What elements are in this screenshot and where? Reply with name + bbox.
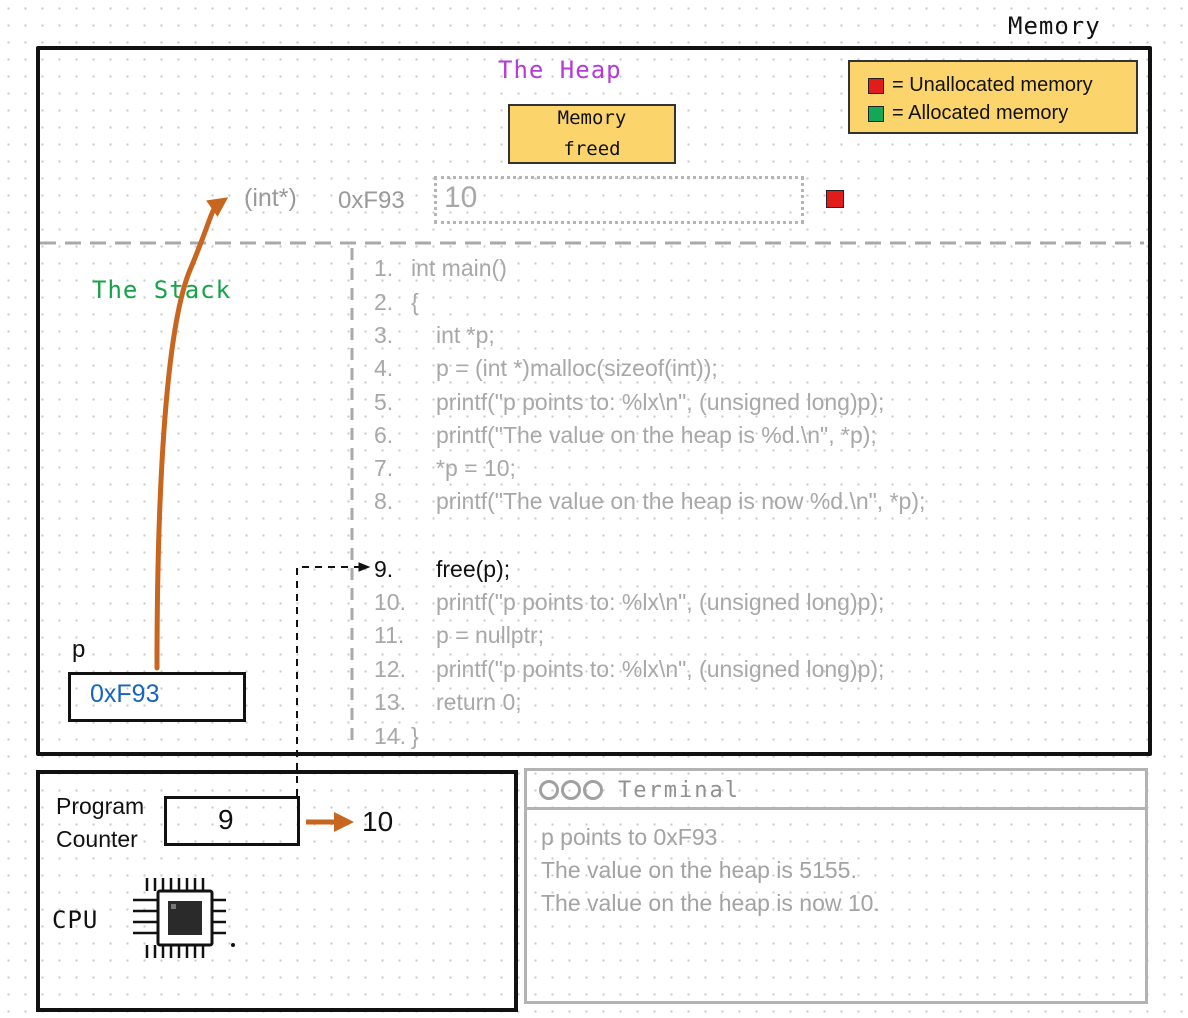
terminal-output-line: The value on the heap is now 10. <box>541 890 880 916</box>
heap-block-type: (int*) <box>244 184 297 212</box>
code-line-number: 13. <box>374 689 406 715</box>
legend-label-allocated: = Allocated memory <box>892 102 1069 124</box>
terminal-window <box>524 768 1148 1004</box>
code-line-number: 11. <box>374 622 405 648</box>
code-line-text-active: free(p); <box>436 556 511 582</box>
unallocated-status-icon <box>826 190 844 208</box>
code-line-number: 8. <box>374 488 394 514</box>
code-line-number: 5. <box>374 389 394 415</box>
legend-item-unallocated: = Unallocated memory <box>868 74 1093 97</box>
code-line-text: printf("The value on the heap is %d.\n",… <box>436 422 877 448</box>
code-line-text: } <box>411 723 419 749</box>
memory-freed-text: Memory freed <box>557 107 627 160</box>
terminal-title-bar <box>524 768 1148 810</box>
code-line-text: *p = 10; <box>436 455 516 481</box>
allocated-swatch-icon <box>868 105 884 122</box>
pointer-variable-name: p <box>72 636 86 663</box>
code-line-text: p = (int *)malloc(sizeof(int)); <box>436 355 718 381</box>
code-line-text: p = nullptr; <box>436 622 545 648</box>
terminal-output-line: p points to 0xF93 <box>541 824 718 850</box>
cpu-region <box>36 770 518 1012</box>
code-line-number: 14. <box>374 723 406 749</box>
legend: = Unallocated memory = Allocated memory <box>848 60 1138 134</box>
program-counter-value: 9 <box>218 804 234 835</box>
code-line-number: 3. <box>374 322 394 348</box>
heap-title: The Heap <box>498 56 622 84</box>
code-line-text: int main() <box>411 255 507 281</box>
code-line-number: 12. <box>374 656 406 682</box>
code-line-number-active: 9. <box>374 556 394 582</box>
code-line-number: 10. <box>374 589 406 615</box>
code-line-number: 2. <box>374 289 394 315</box>
cpu-label: CPU <box>52 906 99 934</box>
program-counter-next-value: 10 <box>362 806 394 837</box>
code-line-number: 6. <box>374 422 394 448</box>
heap-block-value: 10 <box>444 181 478 214</box>
code-line-text: printf("The value on the heap is now %d.… <box>436 488 926 514</box>
code-line-text: printf("p points to: %lx\n", (unsigned l… <box>436 389 885 415</box>
legend-item-allocated: = Allocated memory <box>868 102 1068 125</box>
stack-title: The Stack <box>92 276 232 304</box>
heap-block-address: 0xF93 <box>338 187 405 214</box>
memory-freed-note: Memory freed <box>508 104 676 164</box>
terminal-title: Terminal <box>618 778 740 803</box>
code-line-text: printf("p points to: %lx\n", (unsigned l… <box>436 589 885 615</box>
legend-label-unallocated: = Unallocated memory <box>892 74 1093 96</box>
code-line-text: { <box>411 289 419 315</box>
unallocated-swatch-icon <box>868 77 884 94</box>
memory-region <box>36 46 1152 756</box>
heap-block-cell <box>434 176 804 224</box>
code-line-text: printf("p points to: %lx\n", (unsigned l… <box>436 656 885 682</box>
program-counter-label: Program Counter <box>56 793 145 852</box>
code-line-text: int *p; <box>436 322 495 348</box>
code-line-text: return 0; <box>436 689 522 715</box>
program-counter-box <box>164 796 300 846</box>
memory-label: Memory <box>1008 12 1101 40</box>
pointer-variable-value: 0xF93 <box>90 680 160 708</box>
pointer-variable-box <box>68 672 246 722</box>
code-line-number: 7. <box>374 455 394 481</box>
window-controls-icon <box>539 780 603 800</box>
code-line-number: 4. <box>374 355 394 381</box>
code-line-number: 1. <box>374 255 394 281</box>
terminal-output-line: The value on the heap is 5155. <box>541 857 857 883</box>
